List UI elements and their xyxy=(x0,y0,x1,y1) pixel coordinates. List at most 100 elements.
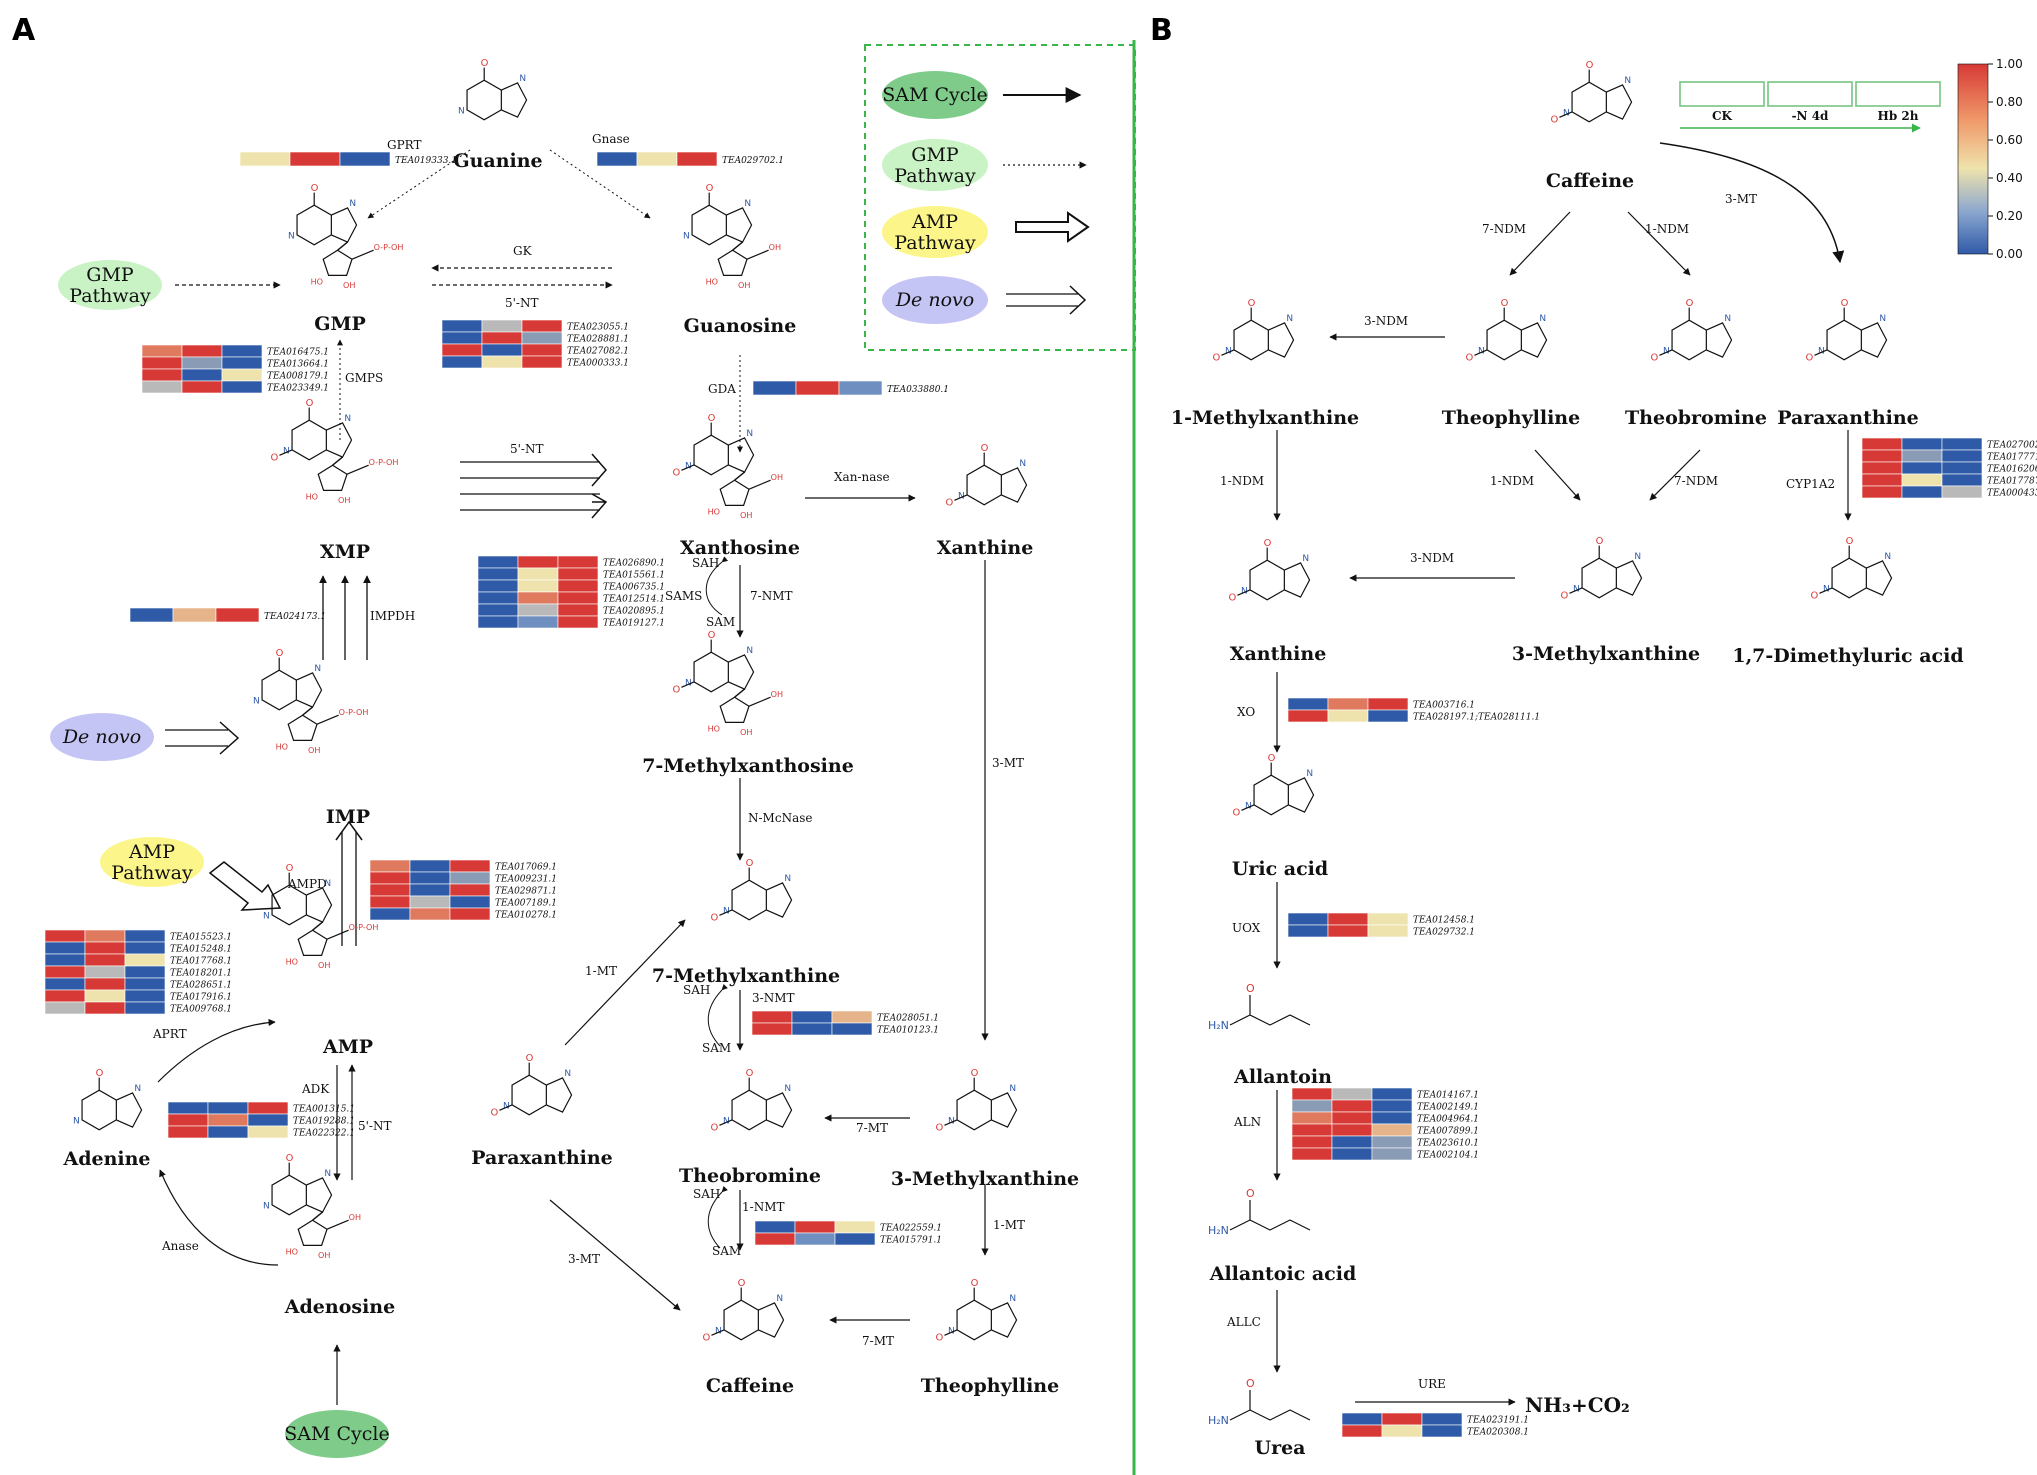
pathway-ovals: GMP Pathway De novo AMP Pathway SAM Cycl… xyxy=(50,260,390,1458)
heatmap-cell xyxy=(752,380,797,396)
enzyme-1ndm-b2: 1-NDM xyxy=(1220,474,1264,488)
legend-sam-label: SAM Cycle xyxy=(882,84,987,106)
heatmap-cell xyxy=(557,591,599,605)
label-urea: Urea xyxy=(1255,1437,1306,1459)
heatmap-cell xyxy=(751,1022,793,1036)
label-theophylline-b: Theophylline xyxy=(1442,407,1580,429)
gene-id: TEA012458.1 xyxy=(1413,915,1475,925)
label-adenosine: Adenosine xyxy=(284,1296,395,1318)
svg-text:N: N xyxy=(715,1327,722,1337)
heatmap-cell xyxy=(141,380,183,394)
heatmap-cell xyxy=(636,151,678,167)
heatmap-cell xyxy=(221,356,263,370)
heatmap-cell xyxy=(1327,697,1369,711)
heatmap-aprt: TEA015523.1TEA015248.1TEA017768.1TEA0182… xyxy=(44,929,232,1015)
enzyme-sah-1: SAH xyxy=(692,556,719,570)
arrows-panel-a xyxy=(157,149,989,1405)
label-xanthosine: Xanthosine xyxy=(680,537,800,559)
svg-text:O-P-OH: O-P-OH xyxy=(369,457,399,467)
gene-id: TEA016475.1 xyxy=(267,347,329,357)
enzyme-7mt-a: 7-MT xyxy=(856,1121,888,1135)
svg-text:OH: OH xyxy=(349,1212,361,1222)
heatmap-cell xyxy=(1291,1087,1333,1101)
svg-text:N: N xyxy=(349,199,356,209)
label-uric-acid: Uric acid xyxy=(1232,858,1328,880)
label-gmp: GMP xyxy=(314,313,366,335)
heatmap-cell xyxy=(1327,912,1369,926)
label-7-methylxanthine: 7-Methylxanthine xyxy=(652,965,840,987)
heatmap-cell xyxy=(521,343,563,357)
heatmap-cell xyxy=(1901,461,1943,475)
svg-text:N: N xyxy=(1663,347,1670,357)
label-paraxanthine: Paraxanthine xyxy=(471,1147,613,1169)
heatmap-cell xyxy=(44,965,86,979)
enzyme-sam-1: SAM xyxy=(706,615,735,629)
heatmap-cell xyxy=(754,1220,796,1234)
enzyme-xan-nase: Xan-nase xyxy=(834,470,890,484)
structure-guanine: ONN xyxy=(458,58,528,121)
heatmap-cell xyxy=(517,567,559,581)
legend-frame xyxy=(864,44,1136,351)
svg-text:O: O xyxy=(981,443,989,454)
svg-text:N: N xyxy=(503,1102,510,1112)
enzyme-3mt-c: 3-MT xyxy=(1725,192,1757,206)
svg-text:N: N xyxy=(73,1117,80,1127)
svg-text:O: O xyxy=(1846,536,1854,547)
heatmap-cell xyxy=(369,883,411,897)
svg-text:O: O xyxy=(945,498,953,509)
heatmap-cell xyxy=(517,555,559,569)
gmp-pathway-oval xyxy=(58,260,162,310)
label-7-methylxanthosine: 7-Methylxanthosine xyxy=(642,755,854,777)
svg-text:N: N xyxy=(1624,76,1631,86)
heatmap-cell xyxy=(124,977,166,991)
svg-text:N: N xyxy=(685,679,692,689)
heatmap-cell xyxy=(247,1101,289,1115)
amp-pathway-oval xyxy=(100,837,204,887)
svg-text:N: N xyxy=(1724,314,1731,324)
label-caffeine-a: Caffeine xyxy=(706,1375,794,1397)
heatmap-cell xyxy=(477,591,519,605)
gene-id: TEA017771.1 xyxy=(1987,452,2037,462)
heatmap-cell xyxy=(1901,437,1943,451)
heatmap-cell xyxy=(1381,1412,1423,1426)
svg-text:O: O xyxy=(710,1123,718,1134)
svg-text:O-P-OH: O-P-OH xyxy=(374,242,404,252)
enzyme-3mt-b: 3-MT xyxy=(568,1252,600,1266)
heatmap-cyp1a2: TEA027002.1TEA017771.1TEA016206.1TEA0177… xyxy=(1861,437,2037,498)
svg-text:H₂N: H₂N xyxy=(1208,1019,1229,1032)
svg-text:O: O xyxy=(1810,591,1818,602)
heatmap-cell xyxy=(1287,924,1329,938)
heatmap-cell xyxy=(1367,697,1409,711)
heatmap-cell xyxy=(441,319,483,333)
heatmap-cell xyxy=(409,883,451,897)
svg-text:N: N xyxy=(1286,314,1293,324)
heatmap-cell xyxy=(124,1001,166,1015)
heatmap-cell xyxy=(207,1101,249,1115)
gene-id: TEA012514.1 xyxy=(603,594,665,604)
heatmap-gprt: TEA019333.1 xyxy=(239,151,457,167)
legend-denovo-oval xyxy=(882,276,988,324)
enzyme-gnase: Gnase xyxy=(592,132,630,146)
heatmap-cell xyxy=(1291,1123,1333,1137)
svg-text:N: N xyxy=(683,232,690,242)
colorbar-tick: 0.20 xyxy=(1996,209,2023,223)
enzyme-aln: ALN xyxy=(1233,1115,1261,1129)
svg-text:N: N xyxy=(1539,314,1546,324)
svg-text:N: N xyxy=(1573,585,1580,595)
heatmap-cell xyxy=(207,1113,249,1127)
enzyme-xo: XO xyxy=(1237,705,1255,719)
svg-text:O: O xyxy=(1586,60,1594,71)
label-xanthine-b: Xanthine xyxy=(1230,643,1327,665)
svg-text:N: N xyxy=(288,232,295,242)
heatmap-cell xyxy=(517,579,559,593)
